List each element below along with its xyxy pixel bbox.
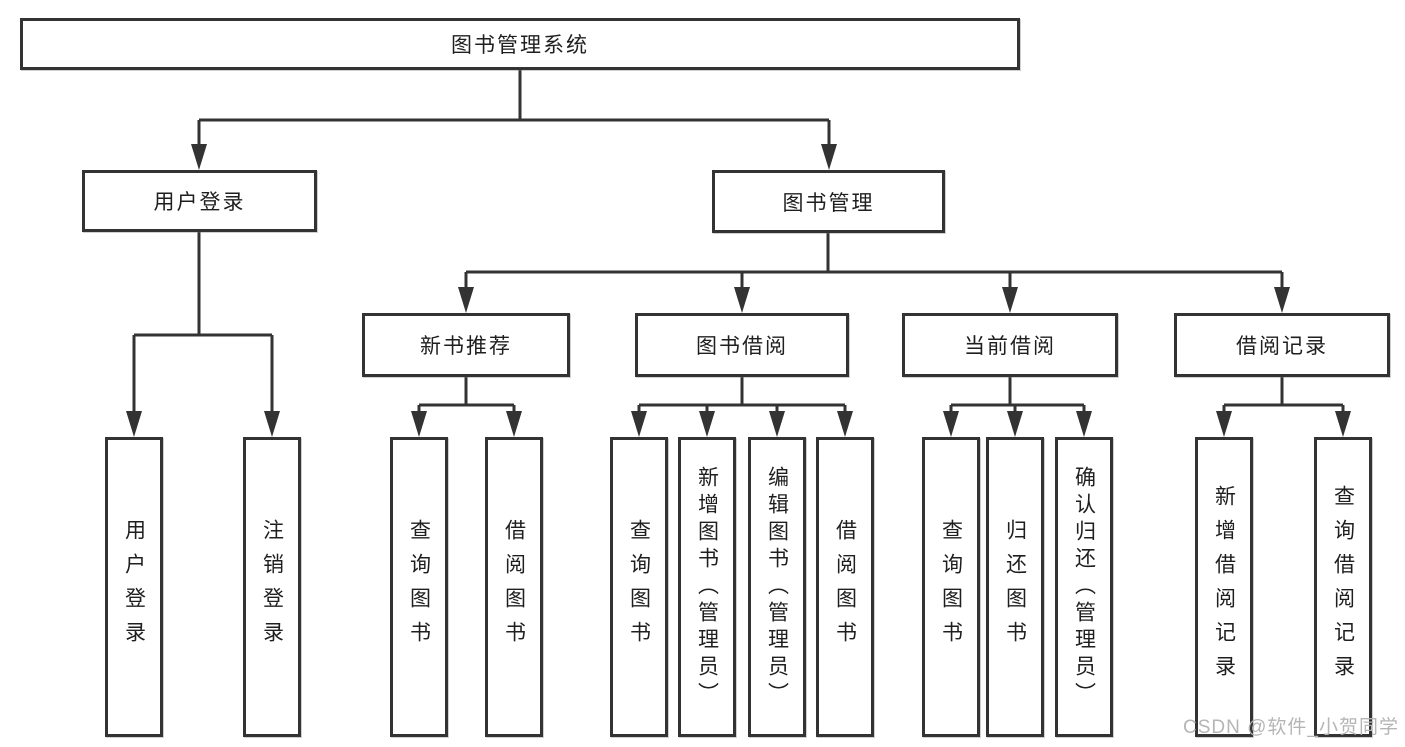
leaf-logout: 注销登录 bbox=[243, 437, 301, 737]
leaf-br-query-record: 查询借阅记录 bbox=[1314, 437, 1372, 737]
leaf-br-add-record-label: 新增借阅记录 bbox=[1212, 485, 1236, 689]
leaf-cb-query-books: 查询图书 bbox=[922, 437, 980, 737]
leaf-bb-edit-books-admin-label: 编辑图书（管理员） bbox=[765, 465, 789, 709]
node-book-borrow-label: 图书借阅 bbox=[696, 335, 788, 358]
node-root-label: 图书管理系统 bbox=[451, 34, 589, 57]
leaf-br-query-record-label: 查询借阅记录 bbox=[1331, 485, 1355, 689]
node-borrow-records-label: 借阅记录 bbox=[1236, 335, 1328, 358]
node-book-mgmt: 图书管理 bbox=[712, 170, 945, 233]
leaf-user-login: 用户登录 bbox=[105, 437, 163, 737]
node-borrow-records: 借阅记录 bbox=[1174, 313, 1390, 377]
node-new-books: 新书推荐 bbox=[362, 313, 570, 377]
leaf-bb-add-books-admin-label: 新增图书（管理员） bbox=[695, 465, 719, 709]
node-current-borrow: 当前借阅 bbox=[902, 313, 1118, 377]
node-root: 图书管理系统 bbox=[20, 18, 1020, 70]
leaf-nb-borrow-books-label: 借阅图书 bbox=[502, 519, 526, 655]
csdn-watermark: CSDN @软件_小贺同学 bbox=[1183, 717, 1399, 738]
leaf-bb-edit-books-admin: 编辑图书（管理员） bbox=[748, 437, 806, 737]
leaf-user-login-label: 用户登录 bbox=[122, 519, 146, 655]
node-book-mgmt-label: 图书管理 bbox=[782, 191, 875, 215]
leaf-bb-borrow-books: 借阅图书 bbox=[816, 437, 874, 737]
leaf-nb-query-books: 查询图书 bbox=[390, 437, 448, 737]
node-book-borrow: 图书借阅 bbox=[635, 313, 849, 377]
leaf-cb-confirm-return-admin-label: 确认归还（管理员） bbox=[1072, 465, 1096, 709]
leaf-bb-query-books-label: 查询图书 bbox=[627, 519, 651, 655]
leaf-cb-confirm-return-admin: 确认归还（管理员） bbox=[1055, 437, 1113, 737]
leaf-bb-add-books-admin: 新增图书（管理员） bbox=[678, 437, 736, 737]
leaf-logout-label: 注销登录 bbox=[260, 519, 284, 655]
leaf-nb-query-books-label: 查询图书 bbox=[407, 519, 431, 655]
node-user-login-label: 用户登录 bbox=[153, 191, 246, 214]
node-new-books-label: 新书推荐 bbox=[420, 335, 512, 358]
leaf-bb-borrow-books-label: 借阅图书 bbox=[833, 519, 857, 655]
node-current-borrow-label: 当前借阅 bbox=[964, 335, 1056, 358]
leaf-nb-borrow-books: 借阅图书 bbox=[485, 437, 543, 737]
leaf-br-add-record: 新增借阅记录 bbox=[1195, 437, 1253, 737]
node-user-login: 用户登录 bbox=[82, 170, 317, 232]
leaf-cb-return-books-label: 归还图书 bbox=[1003, 519, 1027, 655]
leaf-cb-query-books-label: 查询图书 bbox=[939, 519, 963, 655]
leaf-bb-query-books: 查询图书 bbox=[610, 437, 668, 737]
leaf-cb-return-books: 归还图书 bbox=[986, 437, 1044, 737]
